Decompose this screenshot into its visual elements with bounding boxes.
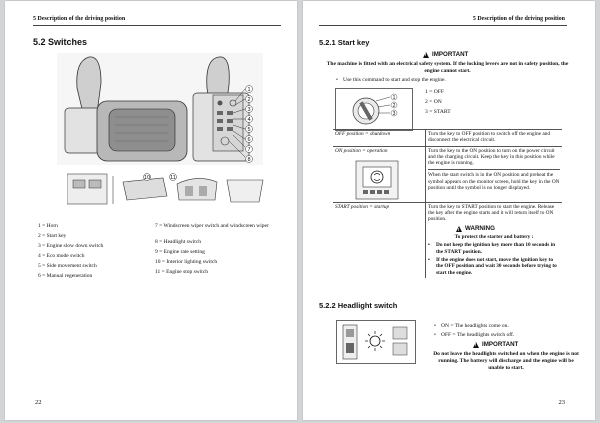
legend-item: 3 = Engine slow down switch <box>38 243 104 249</box>
key-position-table: OFF position = shutdown Turn the key to … <box>333 129 562 278</box>
table-cell-text: Turn the key to OFF position to switch o… <box>425 129 562 147</box>
warning-item-text: Do not keep the ignition key more than 1… <box>436 242 556 255</box>
bullet-text: ON = The headlights come on. <box>434 323 591 330</box>
bullet-text: Use this command to start and stop the e… <box>336 77 573 84</box>
header-rule <box>33 25 281 26</box>
key-position: 3 = START <box>425 109 451 115</box>
warning-title: WARNING <box>456 224 560 233</box>
warning-item: •Do not keep the ignition key more than … <box>428 242 556 255</box>
callout-11: 11 <box>170 175 176 181</box>
callout-1: 1 <box>247 87 250 93</box>
preheat-monitor-figure <box>355 160 399 200</box>
section-title: 5.2 Switches <box>33 37 88 47</box>
table-cell-paragraph: Turn the key to START position to start … <box>428 203 555 223</box>
callout-5: 5 <box>247 127 250 133</box>
headlight-switch-figure <box>336 320 416 364</box>
important-label: IMPORTANT <box>482 341 519 348</box>
key-position: 2 = ON <box>425 99 442 105</box>
important-label: IMPORTANT <box>432 51 469 58</box>
table-cell-text: Turn the key to START position to start … <box>425 201 562 278</box>
warning-triangle-icon <box>423 51 429 58</box>
left-page: 5 Description of the driving position 5.… <box>5 1 297 420</box>
callout-markers: 1 2 3 4 5 6 7 8 <box>245 85 253 163</box>
legend-item: 11 = Engine stop switch <box>155 269 209 275</box>
table-row: ON position = operation Turn the key to … <box>333 145 562 203</box>
legend-item: 1 = Horn <box>38 223 58 229</box>
legend-item: 10 = Interior lighting switch <box>155 259 218 265</box>
cab-switches-illustration <box>57 53 263 165</box>
legend-item: 4 = Eco mode switch <box>38 253 85 259</box>
running-head: 5 Description of the driving position <box>33 16 126 22</box>
table-cell-label: ON position = operation <box>333 145 426 203</box>
important-text: Do not leave the headlights switched on … <box>433 351 579 371</box>
subsection-title: 5.2.2 Headlight switch <box>319 301 398 310</box>
legend-item: 6 = Manual regeneration <box>38 273 93 279</box>
legend-item: 5 = Side movement switch <box>38 263 97 269</box>
table-cell-paragraph: When the start switch is in the ON posit… <box>428 169 560 191</box>
lower-switch-illustration <box>67 173 264 205</box>
bullet-text: OFF = The headlights switch off. <box>434 332 591 339</box>
legend-item: 9 = Engine rate setting <box>155 249 205 255</box>
key-position: 1 = OFF <box>425 89 445 95</box>
table-cell-label-text: ON position = operation <box>335 147 388 154</box>
table-cell-label: START position = startup <box>333 201 426 278</box>
table-cell-paragraph: Turn the key to the ON position to turn … <box>428 147 555 167</box>
running-head: 5 Description of the driving position <box>472 16 565 22</box>
table-cell-text: Turn the key to the ON position to turn … <box>425 145 562 203</box>
table-row: OFF position = shutdown Turn the key to … <box>333 129 562 147</box>
callout-4: 4 <box>247 117 250 123</box>
legend-item: 2 = Start key <box>38 233 67 239</box>
warning-heading: To protect the starter and battery : <box>454 234 534 241</box>
key-callout-3: 3 <box>393 111 396 117</box>
key-callout-1: 1 <box>393 95 396 101</box>
lower-callouts: 10 11 <box>143 173 177 181</box>
callout-10: 10 <box>144 175 150 181</box>
header-rule <box>319 25 567 26</box>
important-notice-title: IMPORTANT <box>473 341 518 348</box>
callout-2: 2 <box>247 97 250 103</box>
key-callout-2: 2 <box>393 103 396 109</box>
warning-triangle-icon <box>456 225 462 233</box>
callout-6: 6 <box>247 137 250 143</box>
callout-3: 3 <box>247 107 250 113</box>
table-cell-label: OFF position = shutdown <box>333 129 426 147</box>
start-key-figure: 1 2 3 <box>335 88 413 131</box>
page-number: 22 <box>35 399 42 406</box>
subsection-title: 5.2.1 Start key <box>319 38 370 47</box>
right-page: 5 Description of the driving position 5.… <box>303 1 595 420</box>
warning-label: WARNING <box>465 224 495 232</box>
table-row: START position = startup Turn the key to… <box>333 201 562 278</box>
legend-item: 8 = Headlight switch <box>155 239 202 245</box>
warning-item: •If the engine does not start, move the … <box>428 256 557 276</box>
warning-triangle-icon <box>473 341 479 348</box>
important-notice-title: IMPORTANT <box>423 51 468 58</box>
legend-item: 7 = Windscreen wiper switch and windscre… <box>155 223 269 229</box>
callout-7: 7 <box>247 147 250 153</box>
warning-item-text: If the engine does not start, move the i… <box>436 256 557 276</box>
callout-8: 8 <box>247 157 250 163</box>
page-number: 23 <box>558 399 566 406</box>
important-text: The machine is fitted with an electrical… <box>326 61 569 74</box>
